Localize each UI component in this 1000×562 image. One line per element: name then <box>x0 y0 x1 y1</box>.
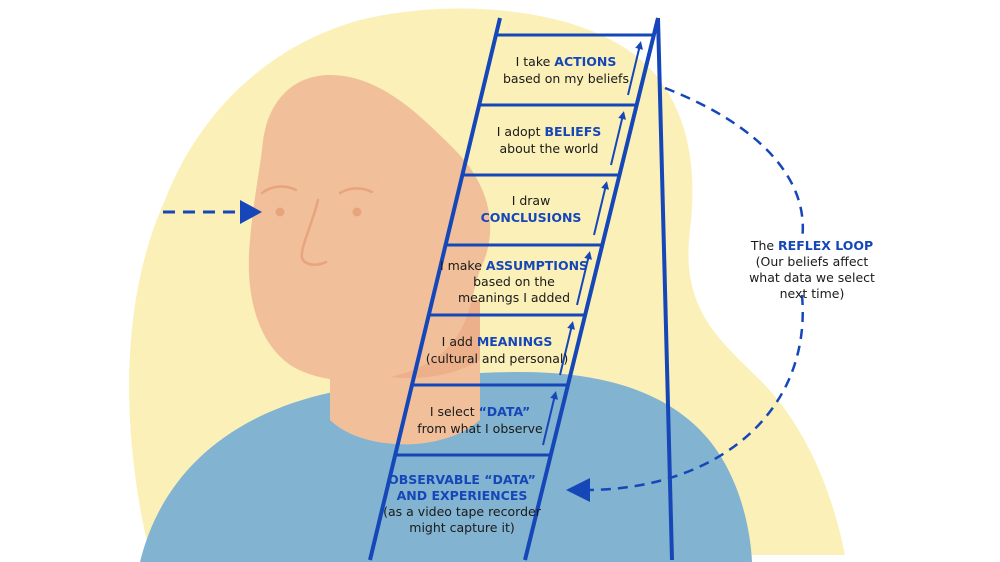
step-meanings-line2: (cultural and personal) <box>426 351 569 366</box>
step-arrow-icon <box>542 391 558 446</box>
ladder-right-back-rail <box>656 17 674 561</box>
step-assumptions: I make ASSUMPTIONS based on the meanings… <box>440 258 588 305</box>
step-assumptions-line1: I make ASSUMPTIONS <box>440 258 588 273</box>
step-meanings: I add MEANINGS (cultural and personal) <box>426 334 569 366</box>
step-beliefs-line2: about the world <box>500 141 599 156</box>
right-eyebrow <box>338 187 374 195</box>
eye-arrow-icon <box>163 200 262 224</box>
step-assumptions-line2: based on the <box>473 274 555 289</box>
ladder <box>368 17 674 561</box>
step-actions: I take ACTIONS based on my beliefs <box>503 54 629 86</box>
step-arrow-icon <box>593 181 609 236</box>
step-arrow-icon <box>627 41 643 96</box>
step-arrow-icon <box>559 321 575 376</box>
step-arrow-icon <box>610 111 626 166</box>
observable-line4: might capture it) <box>409 520 514 535</box>
step-beliefs-line1: I adopt BELIEFS <box>497 124 601 139</box>
ladder-right-rail <box>523 17 660 561</box>
observable-line2: AND EXPERIENCES <box>397 488 528 503</box>
step-beliefs: I adopt BELIEFS about the world <box>497 124 601 156</box>
reflex-loop-line4: next time) <box>780 286 845 301</box>
step-arrow-icon <box>576 251 592 306</box>
step-assumptions-line3: meanings I added <box>458 290 570 305</box>
step-conclusions-line2: CONCLUSIONS <box>481 210 582 225</box>
step-actions-line2: based on my beliefs <box>503 71 629 86</box>
reflex-loop-line1: The REFLEX LOOP <box>750 238 873 253</box>
step-actions-line1: I take ACTIONS <box>516 54 617 69</box>
step-data-line2: from what I observe <box>417 421 543 436</box>
observable-line1: OBSERVABLE “DATA” <box>388 472 536 487</box>
right-eye <box>352 207 362 217</box>
observable-data-label: OBSERVABLE “DATA” AND EXPERIENCES (as a … <box>383 472 542 535</box>
step-conclusions: I draw CONCLUSIONS <box>481 193 582 225</box>
ladder-left-rail <box>368 17 502 561</box>
observable-line3: (as a video tape recorder <box>383 504 542 519</box>
left-eye <box>275 207 285 217</box>
step-meanings-line1: I add MEANINGS <box>442 334 553 349</box>
step-data: I select “DATA” from what I observe <box>417 404 543 436</box>
step-data-line1: I select “DATA” <box>430 404 530 419</box>
step-arrows <box>542 41 643 446</box>
step-conclusions-line1: I draw <box>512 193 551 208</box>
reflex-loop-line2: (Our beliefs affect <box>756 254 869 269</box>
nose-line <box>300 198 328 266</box>
left-eyebrow <box>260 185 298 195</box>
loop-arrow-icon <box>566 86 805 502</box>
reflex-loop-line3: what data we select <box>749 270 875 285</box>
shirt-shape <box>140 372 752 562</box>
reflex-loop-label: The REFLEX LOOP (Our beliefs affect what… <box>749 238 875 301</box>
